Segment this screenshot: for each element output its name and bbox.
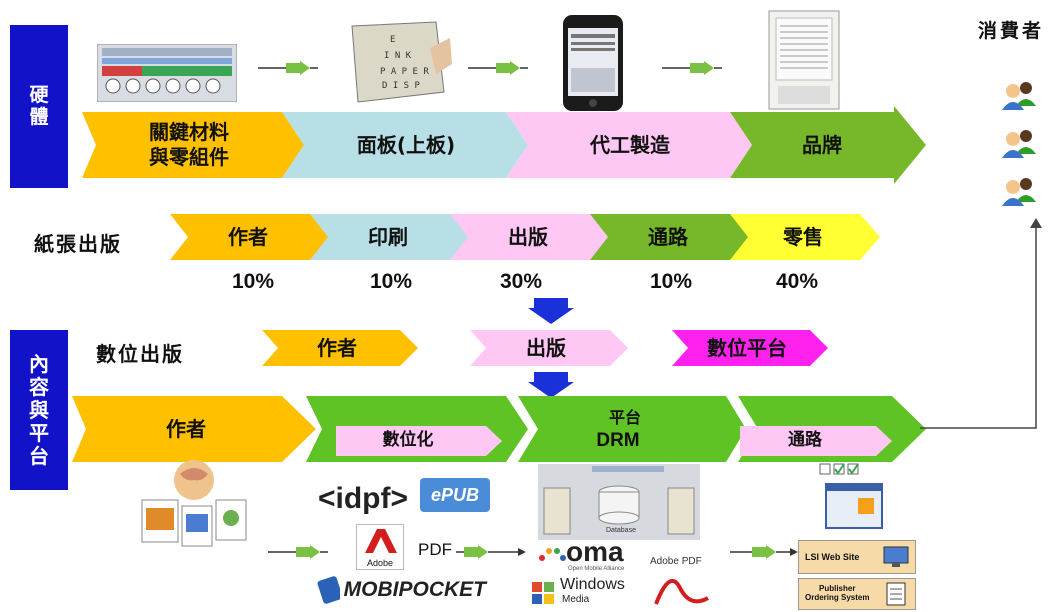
platform-title: 平台: [608, 408, 641, 427]
digital-step-label: 數位平台: [707, 335, 787, 360]
epub-logo: ePUB: [420, 478, 490, 512]
percent-printing: 10%: [370, 270, 413, 293]
digital-step-platform: 數位平台: [672, 330, 828, 366]
monitor-icon: [883, 546, 909, 567]
adobe-logo: Adobe: [356, 524, 404, 570]
document-icon: [886, 582, 906, 606]
windows-text: Windows: [560, 576, 625, 593]
mobipocket-logo: MOBIPOCKET: [316, 574, 486, 606]
flow-arrow-icon: [268, 544, 328, 559]
sub-step-label: DRM: [596, 430, 640, 452]
oma-icon: [539, 548, 566, 561]
consumer-label: 消費者: [978, 20, 1045, 42]
people-icon: [1002, 82, 1036, 206]
paper-step-retail: 零售: [730, 214, 880, 260]
consumer-icons: [1000, 80, 1040, 220]
mobipocket-text: MOBIPOCKET: [343, 578, 486, 601]
digital-step-author: 作者: [262, 330, 418, 366]
svg-text:E: E: [390, 35, 395, 45]
percent-retail: 40%: [776, 270, 819, 293]
digital-step-label: 作者: [317, 335, 357, 360]
paper-step-label: 出版: [508, 224, 548, 249]
paper-step-printing: 印刷: [310, 214, 470, 260]
windows-subtext: Media: [562, 594, 590, 605]
paper-step-label: 通路: [648, 224, 688, 249]
lsi-website-box: LSI Web Site: [798, 540, 916, 574]
oma-logo: oma Open Mobile Alliance: [536, 536, 646, 574]
lsi-website-text: LSI Web Site: [805, 552, 860, 562]
consumer-connector: [920, 218, 1050, 432]
pdf-icon: [654, 578, 709, 605]
digital-step-publishing: 出版: [470, 330, 628, 366]
display-module-image: [96, 43, 238, 103]
pdf-text: PDF: [418, 540, 452, 559]
content-author-label: 作者: [166, 416, 206, 441]
adobe-logo-text: Adobe: [366, 558, 394, 568]
down-arrow-icon: [528, 298, 574, 324]
flow-arrow-icon: [730, 544, 798, 559]
down-arrow-icon: [528, 372, 574, 398]
flow-arrow-icon: [468, 60, 528, 75]
paper-step-publishing: 出版: [450, 214, 610, 260]
hardware-step-label: 代工製造: [590, 132, 670, 157]
paper-step-channel: 通路: [590, 214, 750, 260]
hardware-side-label: 硬 體: [10, 25, 68, 188]
sub-step-drm: DRM: [546, 426, 712, 456]
digital-publishing-label: 數位出版: [96, 342, 184, 366]
checkbox-window-image: [818, 462, 890, 534]
author-docs-image: [136, 456, 252, 552]
oma-subtext: Open Mobile Alliance: [568, 566, 625, 572]
paper-step-label: 作者: [228, 224, 268, 249]
sub-step-label: 通路: [788, 430, 822, 451]
content-platform-side-label: 內 容 與 平 台: [10, 330, 68, 490]
windows-icon: [532, 582, 554, 604]
hardware-step-panel: 面板(上板): [282, 112, 528, 178]
paper-step-label: 印刷: [368, 224, 408, 249]
hardware-step-materials: 關鍵材料 與零組件: [82, 112, 304, 178]
flow-arrow-icon: [258, 60, 318, 75]
windows-media-logo: Windows Media: [530, 576, 640, 608]
sub-step-channel: 通路: [740, 426, 892, 456]
svg-text:P A P E R: P A P E R: [380, 67, 429, 77]
svg-text:I N K: I N K: [384, 51, 412, 61]
flow-arrow-icon: [456, 544, 526, 559]
paper-step-label: 零售: [783, 224, 823, 249]
hardware-step-label: 面板(上板): [356, 132, 456, 157]
percent-publishing: 30%: [500, 270, 543, 293]
percent-channel: 10%: [650, 270, 693, 293]
hardware-step-label: 關鍵材料 與零組件: [149, 120, 229, 169]
database-servers-image: Database: [538, 464, 700, 540]
sub-step-label: 數位化: [382, 430, 434, 451]
smartphone-image: [562, 14, 624, 112]
ereader-image: [768, 10, 840, 110]
percent-author: 10%: [232, 270, 275, 293]
sub-step-digitize: 數位化: [336, 426, 502, 456]
svg-text:D I S P: D I S P: [382, 81, 421, 91]
adobe-pdf-text: Adobe PDF: [650, 556, 702, 567]
hardware-step-brand: 品牌: [730, 106, 926, 184]
paper-publishing-label: 紙張出版: [34, 232, 122, 256]
flexible-epaper-image: E I N K P A P E R D I S P: [340, 18, 452, 104]
hardware-step-manufacturing: 代工製造: [506, 112, 752, 178]
digital-step-label: 出版: [526, 335, 566, 360]
oma-text: oma: [566, 536, 624, 567]
paper-step-author: 作者: [170, 214, 330, 260]
publisher-ordering-text: Publisher Ordering System: [805, 584, 870, 602]
content-author-arrow: 作者: [72, 396, 316, 462]
hardware-step-label: 品牌: [802, 132, 842, 157]
publisher-ordering-box: Publisher Ordering System: [798, 578, 916, 610]
idpf-logo: <idpf>: [318, 482, 409, 515]
adobe-pdf-logo: Adobe PDF: [650, 556, 714, 608]
svg-text:Database: Database: [606, 527, 636, 534]
flow-arrow-icon: [662, 60, 722, 75]
mobipocket-icon: [317, 576, 340, 604]
